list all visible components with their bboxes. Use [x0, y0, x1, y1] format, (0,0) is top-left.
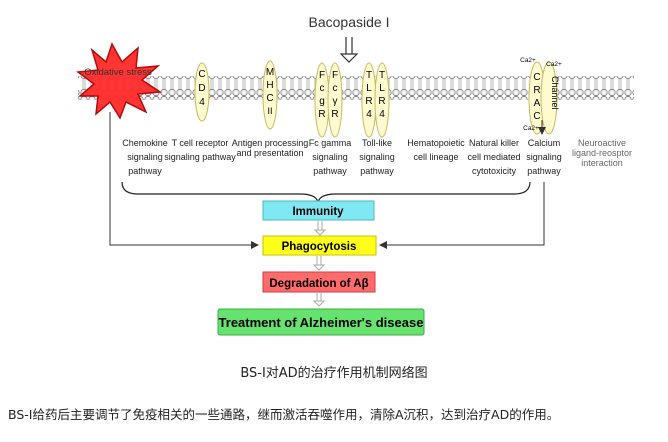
- receptor-letter: H: [266, 80, 273, 91]
- pathway-line: Natural killer: [469, 138, 519, 148]
- compound-arrow: [339, 37, 359, 63]
- pathway-line: Neuroactive: [578, 138, 626, 148]
- pathway-fcgamma: Fc gamma signaling pathway: [309, 138, 352, 176]
- receptor-letter: M: [266, 67, 274, 78]
- pathway-line: Hematopoietic: [407, 138, 465, 148]
- receptor-letter: R: [331, 109, 338, 120]
- crac-letter: A: [534, 98, 541, 109]
- receptor-letter: R: [365, 96, 372, 107]
- pathway-line: cell lineage: [413, 152, 458, 162]
- receptor-fcgr-b: F c γ R: [327, 62, 343, 138]
- pathway-line: signaling: [127, 152, 163, 162]
- calcium-arrow: [379, 182, 545, 249]
- receptor-tlr4-b: T L R 4: [374, 62, 390, 138]
- pathway-calcium: Calcium signaling pathway: [526, 138, 562, 176]
- crac-channel-label: Channel: [550, 76, 560, 110]
- receptor-letter: F: [319, 70, 325, 81]
- pathway-line: T cell receptor: [172, 138, 229, 148]
- pathway-line: signaling: [312, 152, 348, 162]
- immunity-label: Immunity: [292, 206, 344, 218]
- calcium-ion-bottom: Ca2+: [523, 125, 539, 132]
- pathway-line: pathway: [360, 166, 394, 176]
- pathway-line: signaling pathway: [164, 152, 236, 162]
- degradation-label: Degradation of Aβ: [269, 278, 368, 290]
- pathway-line: signaling: [526, 152, 562, 162]
- pathway-hematopoietic: Hematopoietic cell lineage: [407, 138, 465, 162]
- oxidative-stress-burst: Oxidative stress: [76, 42, 163, 120]
- pathway-natural-killer: Natural killer cell mediated cytotoxicit…: [467, 138, 520, 176]
- phagocytosis-box: [262, 235, 377, 256]
- stress-label: Oxidative stress: [84, 67, 152, 78]
- pathway-line: pathway: [313, 166, 347, 176]
- treatment-label: Treatment of Alzheimer's disease: [219, 315, 424, 330]
- compound-label: Bacopaside I: [309, 14, 390, 30]
- pathway-line: Calcium: [528, 138, 561, 148]
- receptor-letter: F: [332, 70, 338, 81]
- receptor-letter: L: [379, 83, 385, 94]
- stress-arrow: [109, 112, 259, 249]
- receptor-letter: R: [378, 96, 385, 107]
- receptor-letter: g: [319, 96, 325, 107]
- receptor-letter: R: [318, 109, 325, 120]
- pathway-line: cell mediated: [467, 152, 520, 162]
- pathway-neuroactive: Neuroactive ligand-reosptor interaction: [572, 138, 632, 168]
- pathway-line: pathway: [128, 166, 162, 176]
- pathway-tolllike: Toll-like signaling pathway: [359, 138, 395, 176]
- receptor-cd4: C D 4: [194, 62, 210, 122]
- figure-caption-title: BS-I对AD的治疗作用机制网络图: [240, 366, 428, 381]
- receptor-letter: C: [266, 93, 273, 104]
- pathway-line: Fc gamma: [309, 138, 352, 148]
- crac-letter: C: [533, 72, 540, 83]
- receptor-letter: II: [267, 106, 272, 116]
- pathway-line: ligand-reosptor: [572, 148, 632, 158]
- receptor-letter: T: [366, 70, 372, 81]
- receptor-letter: L: [366, 83, 372, 94]
- figure-caption-text: BS-I给药后主要调节了免疫相关的一些通路，继而激活吞噬作用，清除A沉积，达到治…: [8, 407, 560, 422]
- phagocytosis-label: Phagocytosis: [282, 241, 357, 253]
- receptor-letter: 4: [199, 97, 205, 108]
- calcium-ion-top2: Ca2+: [546, 61, 562, 68]
- receptor-fcgr-a: F c g R: [314, 62, 330, 138]
- pathway-line: and presentation: [236, 148, 303, 158]
- receptor-letter: C: [198, 69, 205, 80]
- pathway-line: Antigen processing: [232, 138, 309, 148]
- receptor-letter: γ: [333, 96, 338, 107]
- pathway-line: Toll-like: [362, 138, 392, 148]
- crac-letter: C: [533, 111, 540, 122]
- pathway-line: interaction: [581, 158, 623, 168]
- receptor-tlr4-a: T L R 4: [361, 62, 377, 138]
- calcium-ion-top: Ca2+: [520, 57, 536, 64]
- crac-letter: R: [533, 85, 540, 96]
- pathway-tcell: T cell receptor signaling pathway: [164, 138, 236, 162]
- receptor-letter: c: [333, 83, 338, 94]
- pathway-line: signaling: [359, 152, 395, 162]
- mechanism-diagram: Bacopaside I C D 4 M H C II F c g R F c …: [76, 14, 634, 336]
- receptor-letter: 4: [366, 109, 372, 120]
- pathway-chemokine: Chemokine signaling pathway: [122, 138, 168, 176]
- pathway-line: cytotoxicity: [472, 166, 517, 176]
- pathway-line: Chemokine: [122, 138, 168, 148]
- receptor-mhcii: M H C II: [262, 60, 278, 130]
- receptor-letter: D: [198, 83, 205, 94]
- immunity-box: [262, 200, 375, 221]
- receptor-letter: T: [379, 70, 385, 81]
- receptor-letter: c: [320, 83, 325, 94]
- pathway-line: pathway: [527, 166, 561, 176]
- degradation-box: [262, 271, 376, 293]
- pathway-antigen: Antigen processing and presentation: [232, 138, 309, 158]
- receptor-letter: 4: [379, 109, 385, 120]
- crac-channel: C R A C Channel Ca2+ Ca2+ Ca2+: [520, 57, 562, 135]
- treatment-box: [217, 308, 425, 336]
